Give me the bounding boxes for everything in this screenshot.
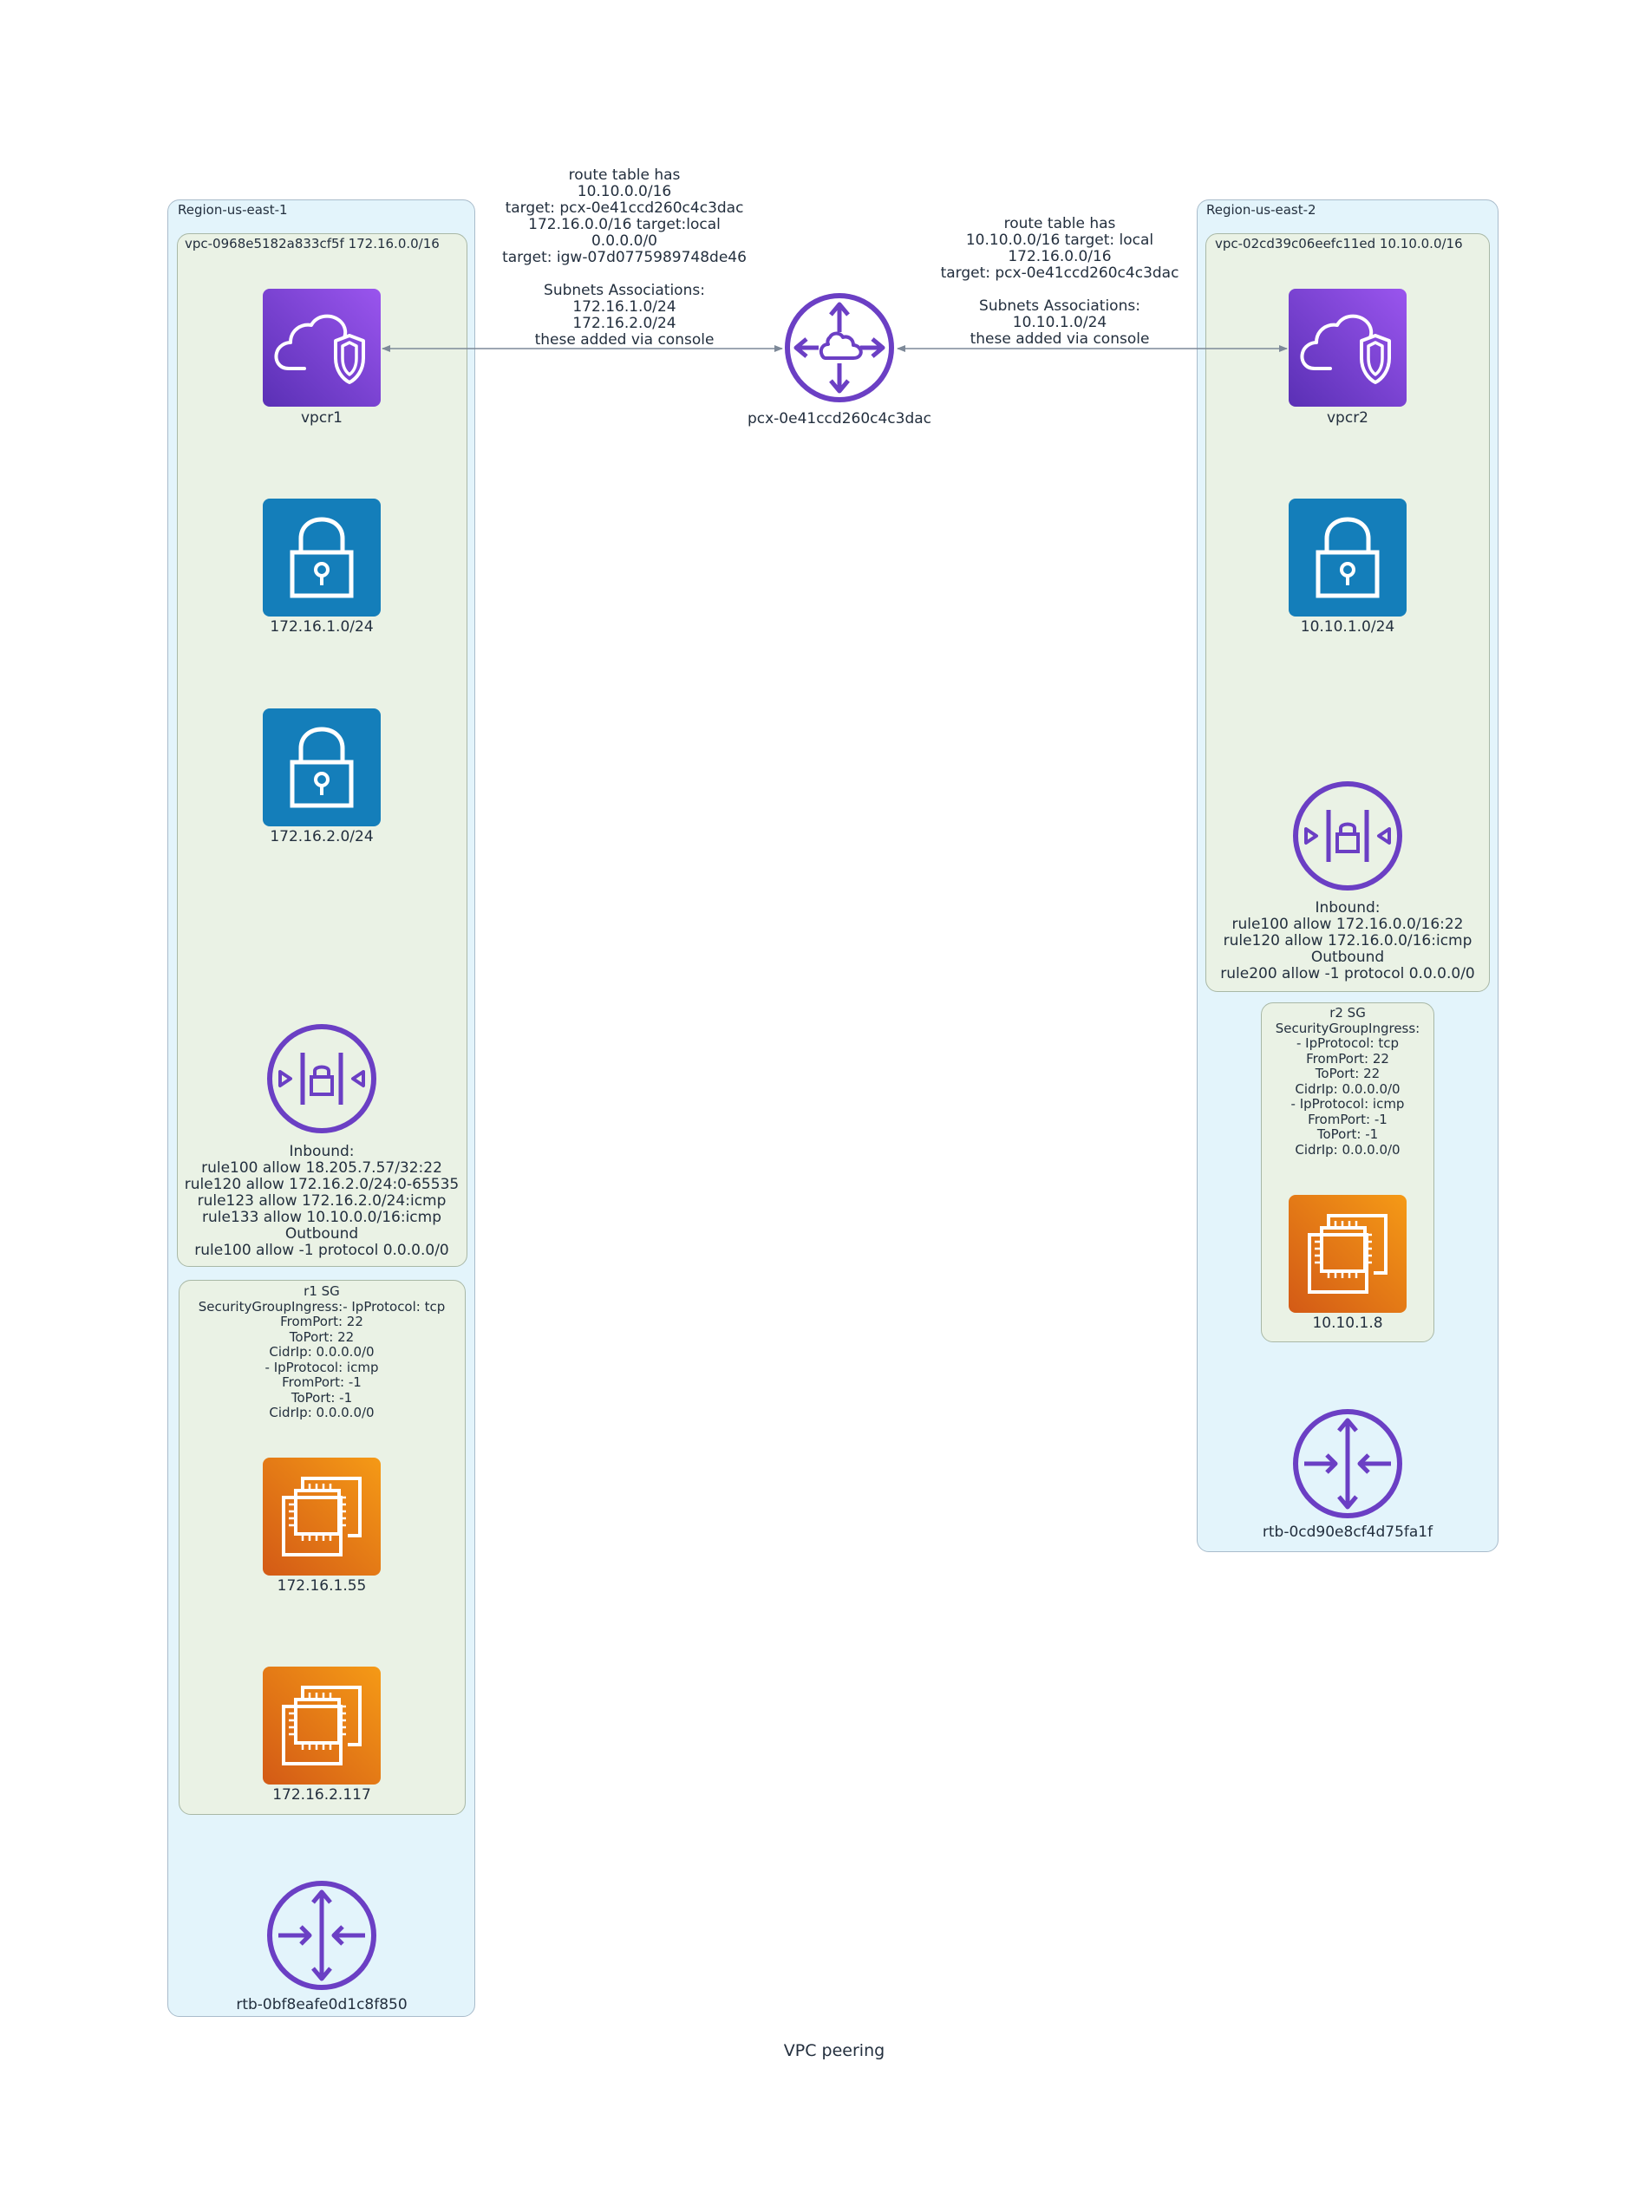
text-line: FromPort: 22 [1306, 1050, 1389, 1067]
text-line: 172.16.1.0/24 [572, 298, 676, 316]
text-line: SecurityGroupIngress:- IpProtocol: tcp [198, 1298, 446, 1315]
text-line: Subnets Associations: [979, 297, 1140, 315]
text-line: target: pcx-0e41ccd260c4c3dac [940, 264, 1179, 282]
text-line: target: igw-07d0775989748de46 [502, 249, 747, 266]
text-line: 172.16.0.0/16 target:local [528, 216, 721, 233]
subnet-3-label: 10.10.1.0/24 [1300, 618, 1395, 636]
text-line: ToPort: 22 [289, 1328, 355, 1345]
text-line [502, 266, 747, 283]
network-acl-icon[interactable] [266, 1023, 377, 1134]
region-2-label: Region-us-east-2 [1206, 202, 1316, 218]
text-line: these added via console [534, 331, 715, 349]
text-line: r2 SG [1329, 1005, 1366, 1021]
text-line: rule123 allow 172.16.2.0/24:icmp [197, 1192, 447, 1210]
text-line: rule133 allow 10.10.0.0/16:icmp [202, 1209, 441, 1226]
text-line: ToPort: 22 [1315, 1066, 1381, 1081]
text-line: Inbound: [289, 1143, 355, 1160]
text-line: rule100 allow 172.16.0.0/16:22 [1231, 916, 1464, 933]
peering-connection-icon[interactable] [784, 292, 895, 403]
region-1-label: Region-us-east-1 [178, 202, 288, 218]
text-line: rule100 allow -1 protocol 0.0.0.0/0 [194, 1242, 449, 1259]
text-line: CidrIp: 0.0.0.0/0 [1295, 1141, 1401, 1158]
vpc-router-shield-icon[interactable] [1289, 289, 1407, 407]
text-line: Outbound [1310, 949, 1385, 966]
text-line: - IpProtocol: tcp [1296, 1035, 1400, 1051]
subnet-1-label: 172.16.1.0/24 [270, 618, 374, 636]
route-table-icon[interactable] [1292, 1408, 1403, 1519]
vpcr1-label: vpcr1 [300, 409, 343, 427]
text-line: 0.0.0.0/0 [591, 232, 658, 250]
text-line: SecurityGroupIngress: [1275, 1020, 1420, 1036]
text-line: these added via console [970, 330, 1150, 348]
text-line: ToPort: -1 [1316, 1126, 1379, 1142]
route-table-1-label: rtb-0bf8eafe0d1c8f850 [236, 1996, 408, 2013]
text-line: FromPort: 22 [280, 1314, 363, 1329]
text-line: CidrIp: 0.0.0.0/0 [269, 1344, 375, 1360]
ec2-instance-icon[interactable] [263, 1458, 381, 1576]
text-line: Inbound: [1315, 899, 1381, 917]
subnet-2-label: 172.16.2.0/24 [270, 828, 374, 845]
network-acl-icon[interactable] [1292, 780, 1403, 891]
instance-3-label: 10.10.1.8 [1312, 1315, 1383, 1332]
text-line: 10.10.0.0/16 [577, 183, 672, 200]
vpcr2-label: vpcr2 [1326, 409, 1369, 427]
text-line: route table has [1003, 215, 1116, 232]
instance-2-label: 172.16.2.117 [272, 1786, 371, 1804]
text-line: - IpProtocol: icmp [1290, 1096, 1405, 1112]
vpc-2-label: vpc-02cd39c06eefc11ed 10.10.0.0/16 [1215, 236, 1463, 251]
text-line [941, 282, 1179, 298]
text-line: 10.10.1.0/24 [1012, 314, 1107, 331]
ec2-instance-icon[interactable] [1289, 1195, 1407, 1313]
text-line: ToPort: -1 [291, 1389, 353, 1406]
text-line: FromPort: -1 [282, 1374, 362, 1390]
ec2-instance-icon[interactable] [263, 1667, 381, 1785]
text-line: - IpProtocol: icmp [264, 1359, 379, 1375]
text-line: CidrIp: 0.0.0.0/0 [1295, 1080, 1401, 1097]
text-line: FromPort: -1 [1308, 1111, 1388, 1127]
text-line: Subnets Associations: [544, 282, 705, 299]
text-line: r1 SG [304, 1283, 340, 1299]
text-line: 172.16.0.0/16 [1008, 248, 1112, 265]
lock-icon[interactable] [263, 708, 381, 826]
text-line: target: pcx-0e41ccd260c4c3dac [505, 199, 744, 217]
vpc-router-shield-icon[interactable] [263, 289, 381, 407]
text-line: route table has [568, 166, 681, 184]
text-line: 172.16.2.0/24 [572, 315, 676, 332]
text-line: CidrIp: 0.0.0.0/0 [269, 1405, 375, 1420]
route-table-icon[interactable] [266, 1880, 377, 1991]
text-line: rule100 allow 18.205.7.57/32:22 [201, 1159, 442, 1177]
diagram-caption: VPC peering [783, 2041, 885, 2060]
text-line: rule120 allow 172.16.2.0/24:0-65535 [184, 1176, 460, 1193]
text-line: Outbound [284, 1225, 359, 1243]
vpc-1-label: vpc-0968e5182a833cf5f 172.16.0.0/16 [185, 236, 440, 251]
lock-icon[interactable] [1289, 499, 1407, 617]
text-line: rule200 allow -1 protocol 0.0.0.0/0 [1220, 965, 1475, 982]
lock-icon[interactable] [263, 499, 381, 617]
instance-1-label: 172.16.1.55 [277, 1577, 367, 1595]
text-line: rule120 allow 172.16.0.0/16:icmp [1223, 932, 1472, 949]
text-line: 10.10.0.0/16 target: local [965, 232, 1154, 249]
route-table-2-label: rtb-0cd90e8cf4d75fa1f [1262, 1524, 1433, 1541]
peering-label: pcx-0e41ccd260c4c3dac [747, 410, 932, 427]
